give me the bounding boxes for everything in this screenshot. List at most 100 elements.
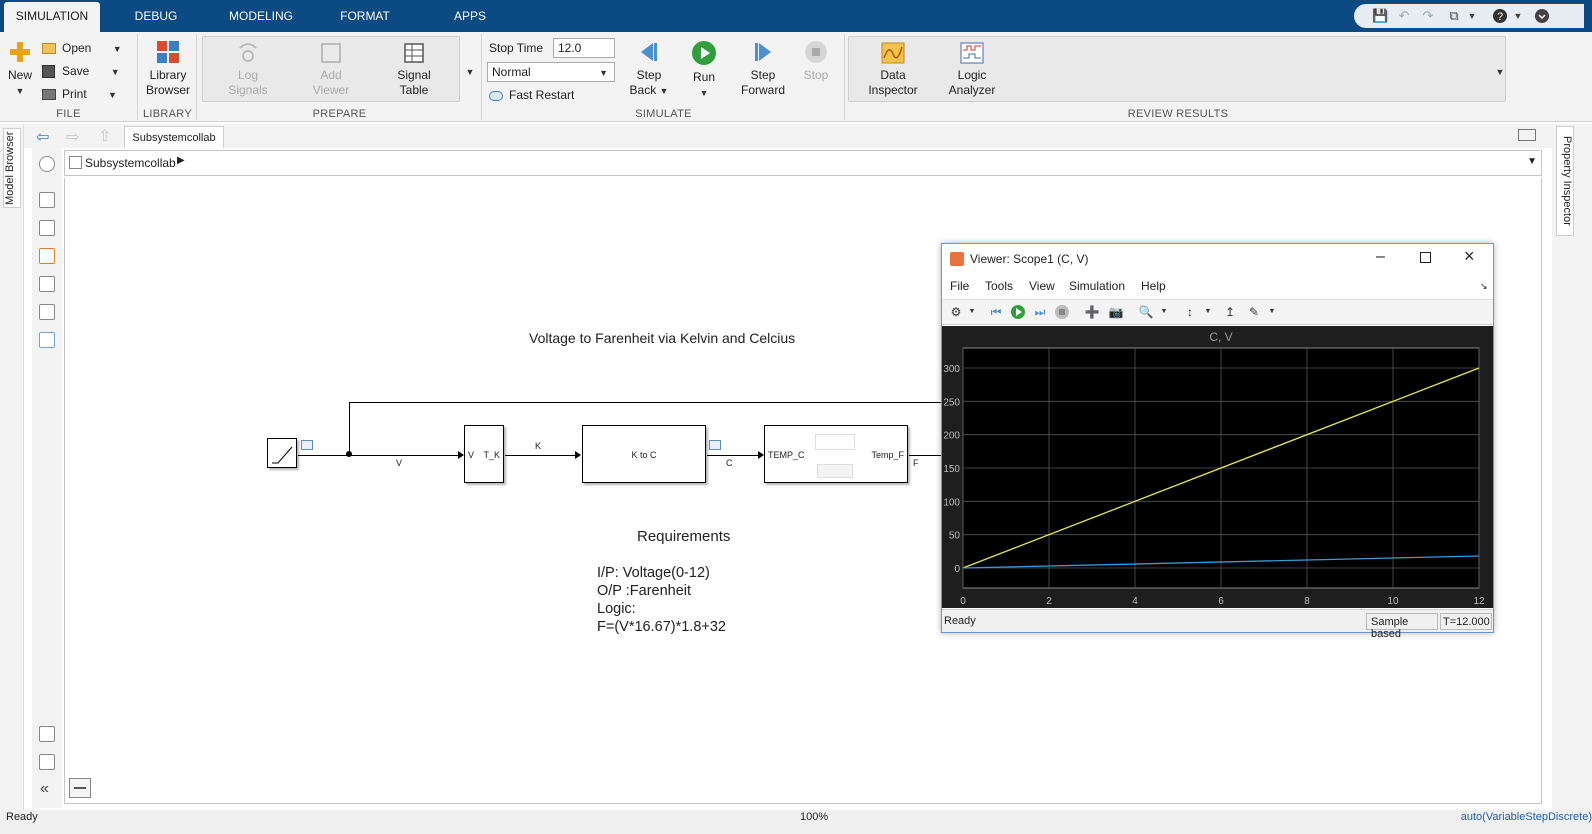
- step-forward-icon[interactable]: ⏭: [1034, 305, 1046, 319]
- scope-menu-tools[interactable]: Tools: [985, 279, 1014, 293]
- open-button[interactable]: Open ▼: [42, 38, 122, 58]
- simulation-mode-select[interactable]: Normal ▼: [487, 62, 615, 82]
- breadcrumb-dropdown-icon[interactable]: ▼: [1527, 156, 1537, 167]
- scope-viewer-window[interactable]: Viewer: Scope1 (C, V) – × File Tools Vie…: [941, 243, 1494, 640]
- branch-line-to-scope[interactable]: [349, 402, 943, 403]
- fit-to-view-icon[interactable]: [39, 220, 55, 236]
- collapse-ribbon-icon[interactable]: [1534, 8, 1550, 24]
- save-button[interactable]: Save ▼: [42, 61, 120, 81]
- voltage-to-kelvin-subsystem[interactable]: V T_K: [464, 425, 504, 483]
- collapse-palette-icon[interactable]: «: [40, 780, 49, 797]
- area-icon[interactable]: [39, 332, 55, 348]
- breadcrumb-chevron-icon[interactable]: ▶: [177, 155, 185, 166]
- maximize-icon[interactable]: [1420, 252, 1431, 263]
- screenshot-icon[interactable]: [39, 726, 55, 742]
- scale-chevron-icon[interactable]: ▼: [1204, 308, 1212, 315]
- model-tab[interactable]: Subsystemcollab: [124, 126, 224, 148]
- model-info-icon[interactable]: [39, 754, 55, 770]
- tab-modeling[interactable]: MODELING: [228, 9, 293, 23]
- breadcrumb[interactable]: Subsystemcollab: [85, 156, 176, 170]
- diagram-title: Voltage to Farenheit via Kelvin and Celc…: [529, 330, 796, 346]
- c-to-f-subsystem[interactable]: TEMP_C Temp_F: [764, 425, 908, 483]
- undo-icon[interactable]: ↶: [1398, 8, 1410, 23]
- forward-arrow-icon[interactable]: ⇨: [66, 129, 80, 146]
- prepare-expand-chevron-icon[interactable]: ▼: [465, 67, 475, 77]
- review-expand-chevron-icon[interactable]: ▼: [1495, 67, 1505, 77]
- chart-series-line-0: [962, 367, 1480, 569]
- redo-icon[interactable]: ↷: [1422, 8, 1434, 23]
- help-menu-chevron-icon[interactable]: ▼: [1513, 11, 1523, 21]
- settings-chevron-icon[interactable]: ▼: [968, 308, 976, 315]
- chevron-down-icon[interactable]: ▼: [1467, 11, 1477, 21]
- signal-arrow-icon[interactable]: [39, 248, 55, 264]
- quick-access-toolbar: 💾 ↶ ↷ ⧉ ▼ ? ▼: [1354, 4, 1584, 28]
- zoom-in-icon[interactable]: [39, 192, 55, 208]
- save-icon[interactable]: 💾: [1372, 8, 1389, 23]
- signal-logging-badge-c[interactable]: [709, 440, 721, 450]
- image-icon[interactable]: [39, 304, 55, 320]
- signal-line-f[interactable]: [909, 455, 943, 456]
- tab-apps[interactable]: APPS: [453, 9, 486, 23]
- fast-restart-toggle[interactable]: Fast Restart: [489, 85, 574, 105]
- up-arrow-icon[interactable]: ⇧: [98, 128, 112, 145]
- signal-logging-badge[interactable]: [301, 440, 313, 450]
- measurements-icon[interactable]: ✎: [1248, 305, 1260, 319]
- highlight-block-icon[interactable]: ➕: [1084, 305, 1100, 319]
- scope-menu-file[interactable]: File: [950, 279, 970, 293]
- branch-line-vertical[interactable]: [349, 402, 350, 456]
- scope-menu-simulation[interactable]: Simulation: [1069, 279, 1126, 293]
- property-inspector-tab[interactable]: Property Inspector: [1556, 126, 1574, 236]
- subsystem-preview-note: [817, 464, 853, 478]
- tab-simulation[interactable]: SIMULATION: [4, 2, 100, 32]
- run-button[interactable]: Run▼: [685, 40, 723, 101]
- model-browser-tab[interactable]: Model Browser: [3, 128, 21, 208]
- stop-button[interactable]: Stop: [797, 40, 835, 83]
- step-back-icon[interactable]: ⏮: [990, 305, 1002, 319]
- measurements-chevron-icon[interactable]: ▼: [1268, 308, 1276, 315]
- triggers-icon[interactable]: ↥: [1224, 305, 1236, 319]
- stop-time-input[interactable]: 12.0: [553, 38, 615, 58]
- k-to-c-subsystem[interactable]: K to C: [582, 425, 706, 483]
- tab-format[interactable]: FORMAT: [340, 9, 390, 23]
- close-icon[interactable]: ×: [1464, 246, 1475, 266]
- expand-panel-button[interactable]: [69, 778, 91, 798]
- signal-arrow: [758, 451, 764, 459]
- run-play-icon[interactable]: [1010, 304, 1026, 320]
- status-solver[interactable]: auto(VariableStepDiscrete): [1460, 811, 1592, 823]
- switch-windows-icon[interactable]: ⧉: [1449, 8, 1459, 23]
- new-button[interactable]: New ▼: [4, 40, 36, 99]
- signal-line-c[interactable]: [707, 455, 758, 456]
- left-panel-strip: Model Browser: [0, 124, 24, 810]
- hide-show-explorer-icon[interactable]: [39, 156, 55, 172]
- signal-line-k[interactable]: [505, 455, 575, 456]
- zoom-chevron-icon[interactable]: ▼: [1160, 308, 1168, 315]
- ramp-block[interactable]: [267, 438, 297, 468]
- zoom-icon[interactable]: 🔍: [1138, 305, 1154, 319]
- minimize-icon[interactable]: –: [1376, 248, 1385, 265]
- scope-menu-help[interactable]: Help: [1141, 279, 1166, 293]
- back-arrow-icon[interactable]: ⇦: [36, 129, 50, 146]
- annotation-icon[interactable]: [39, 276, 55, 292]
- help-icon[interactable]: ?: [1492, 8, 1508, 24]
- undock-icon[interactable]: ↘: [1480, 281, 1488, 291]
- scope-menu-view[interactable]: View: [1029, 279, 1055, 293]
- signal-line-v[interactable]: [298, 455, 458, 456]
- settings-gear-icon[interactable]: ⚙: [950, 305, 962, 319]
- scale-axes-icon[interactable]: ↕: [1187, 305, 1193, 319]
- tab-debug[interactable]: DEBUG: [134, 9, 178, 23]
- snapshot-icon[interactable]: 📷: [1108, 305, 1124, 319]
- print-button[interactable]: Print ▼: [42, 84, 117, 104]
- stop-icon[interactable]: [1054, 304, 1070, 320]
- keyboard-icon[interactable]: [1518, 129, 1536, 141]
- status-ready: Ready: [6, 811, 38, 823]
